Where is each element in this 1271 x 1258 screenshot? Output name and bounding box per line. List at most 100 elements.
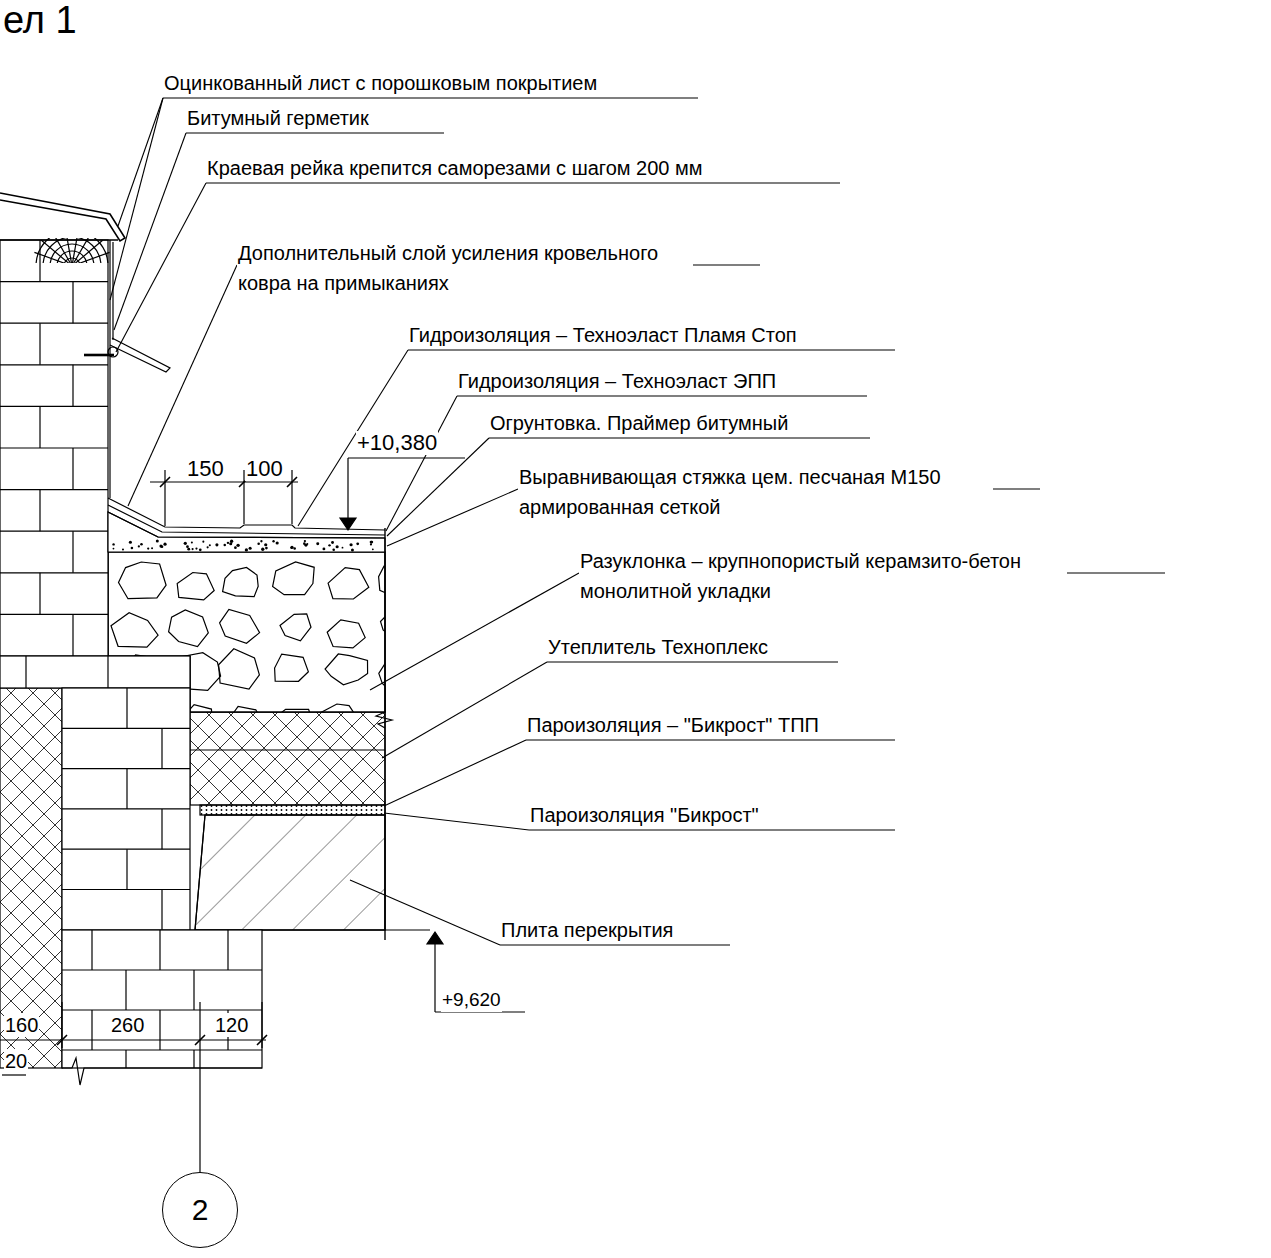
screed-aggregate — [191, 541, 193, 543]
brick-joint — [0, 364, 108, 365]
callout-text: Гидроизоляция – Техноэласт ЭПП — [457, 369, 777, 393]
coping-ornament — [34, 252, 72, 263]
callout-text: Дополнительный слой усиления кровельного… — [237, 238, 693, 298]
brick-masonry — [62, 688, 190, 930]
brick-joint — [107, 656, 108, 688]
screed-aggregate — [351, 548, 354, 551]
screed-aggregate — [290, 546, 293, 549]
callout-shelf — [186, 132, 444, 133]
level-shelf — [348, 457, 465, 458]
callout-text: Утеплитель Техноплекс — [547, 635, 769, 659]
callout-shelf — [529, 829, 895, 830]
screed-aggregate — [138, 545, 140, 547]
screed-aggregate — [215, 543, 218, 546]
brick-joint — [0, 572, 108, 573]
edge-rail — [110, 338, 170, 372]
screed — [108, 512, 385, 552]
callout-text: Огрунтовка. Праймер битумный — [489, 411, 789, 435]
coping-ornament — [36, 238, 108, 263]
leader-line — [382, 662, 547, 758]
brick-joint — [62, 808, 190, 809]
brick-joint — [72, 448, 73, 490]
leader-line — [118, 98, 163, 226]
level-arrow — [340, 518, 356, 530]
screw — [84, 354, 114, 357]
leader-line — [370, 573, 579, 690]
screed-aggregate — [236, 544, 239, 547]
screed-aggregate — [187, 548, 190, 551]
brick-joint — [39, 573, 40, 615]
dimension-line — [150, 481, 298, 482]
brick-masonry — [62, 930, 262, 1068]
extension-line — [291, 470, 292, 524]
coping-ornament — [72, 240, 103, 263]
break-line — [62, 1058, 262, 1085]
brick-joint — [126, 688, 127, 728]
clay-stone — [169, 610, 209, 647]
callout-shelf — [500, 944, 730, 945]
brick-joint — [0, 406, 108, 407]
dimension-text: 160 — [4, 1013, 39, 1037]
clay-stone — [273, 562, 315, 595]
clay-stone — [231, 707, 262, 728]
insulation-hatch — [190, 712, 385, 805]
brick-joint — [193, 970, 194, 1010]
clay-stone — [220, 609, 260, 643]
brick-joint — [62, 768, 190, 769]
screed-aggregate — [322, 548, 325, 551]
screed-aggregate — [261, 548, 264, 551]
callout-text: Оцинкованный лист с порошковым покрытием — [163, 71, 598, 95]
screed-aggregate — [245, 548, 248, 551]
break-mark — [376, 712, 392, 728]
brick-joint — [0, 281, 108, 282]
screed-aggregate — [290, 547, 292, 549]
brick-joint — [125, 1050, 126, 1068]
screed-aggregate — [349, 543, 352, 546]
brick-joint — [72, 365, 73, 407]
brick-joint — [39, 406, 40, 448]
clay-stone — [219, 649, 260, 689]
clay-stone — [119, 562, 167, 599]
callout-shelf — [457, 395, 867, 396]
clay-stone — [280, 614, 311, 641]
leader-line — [387, 489, 518, 546]
screed-aggregate — [229, 542, 232, 545]
brick-joint — [0, 489, 108, 490]
screed-aggregate — [140, 543, 143, 546]
wall-flashing — [109, 240, 110, 498]
clay-stone — [328, 568, 369, 599]
brick-joint — [0, 614, 108, 615]
dimension-text: 150 — [186, 457, 225, 481]
brick-joint — [72, 282, 73, 324]
callout-text: Краевая рейка крепится саморезами с шаго… — [206, 156, 704, 180]
insulation-joint — [190, 749, 385, 750]
leader-line — [384, 813, 529, 830]
screed-aggregate — [370, 543, 372, 545]
brick-masonry — [0, 656, 190, 688]
brick-joint — [25, 656, 26, 688]
screed-aggregate — [184, 542, 187, 545]
screed-aggregate — [209, 544, 211, 546]
membrane-middle — [108, 505, 385, 535]
clay-stone — [275, 654, 309, 681]
clay-stone — [319, 704, 359, 728]
screed-aggregate — [224, 544, 226, 546]
brick-joint — [159, 930, 160, 970]
screed-aggregate — [304, 540, 306, 542]
screed-aggregate — [202, 541, 204, 543]
screed-aggregate — [199, 548, 202, 551]
callout-text: Пароизоляция – "Бикрост" ТПП — [526, 713, 820, 737]
axis-marker: 2 — [162, 1172, 238, 1248]
clay-stone — [325, 654, 368, 685]
brick-joint — [91, 1010, 92, 1050]
screed-aggregate — [370, 541, 373, 544]
screed-aggregate — [147, 547, 149, 549]
screed-aggregate — [195, 548, 197, 550]
screed-aggregate — [306, 543, 308, 545]
brick-joint — [125, 970, 126, 1010]
brick-joint — [72, 531, 73, 573]
screed-aggregate — [264, 543, 267, 546]
screed-aggregate — [372, 548, 374, 550]
screed-aggregate — [316, 542, 319, 545]
brick-joint — [62, 728, 190, 729]
